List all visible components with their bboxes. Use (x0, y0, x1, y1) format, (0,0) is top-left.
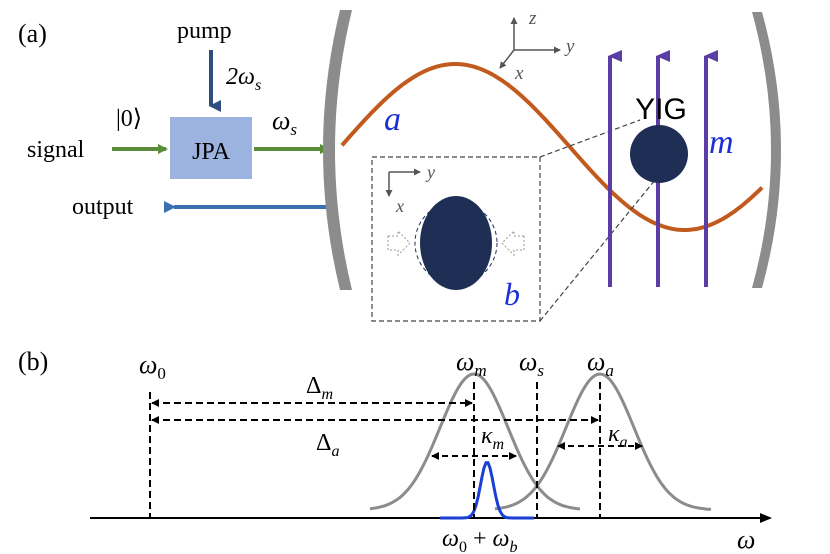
omega-a-label: ωa (587, 347, 614, 380)
axes-main: z y x (499, 8, 575, 84)
z-axis-label: z (528, 8, 537, 29)
zoom-line-bottom (539, 179, 656, 322)
delta-m-label: Δm (306, 373, 333, 403)
cavity-mode-label: a (384, 101, 401, 138)
jpa-label: JPA (192, 139, 230, 165)
panel-a: (a) pump 2ωs JPA |0⟩ signal ωs output z … (18, 8, 781, 322)
deformed-yig-sphere (420, 196, 492, 290)
deformation-inset-box (371, 156, 541, 322)
inset-x-label: x (395, 196, 404, 216)
signal-label: signal (27, 137, 85, 163)
compression-arrow-left (387, 229, 411, 257)
magnon-mode-label: m (709, 124, 734, 161)
axes-inset: y x (385, 162, 435, 216)
zoom-line-top (539, 119, 641, 158)
output-label: output (72, 194, 134, 220)
cavity-lorentzian (494, 372, 712, 511)
panel-b-label: (b) (18, 347, 48, 376)
panel-a-label: (a) (18, 19, 47, 48)
yig-label: YIG (635, 93, 687, 126)
x-axis-arrow (499, 49, 515, 69)
jpa-box (170, 117, 252, 179)
cavity-mirror-right (752, 12, 781, 288)
omega-m-label: ωm (456, 347, 487, 380)
kappa-a-label: κa (608, 421, 628, 451)
vacuum-state-label: |0⟩ (116, 106, 142, 132)
signal-frequency: ωs (272, 106, 297, 139)
panel-b: (b) ω Δm Δa κm κa ω0 ωm ωs ωa ω0 + ωb (18, 347, 772, 554)
y-axis-label: y (564, 36, 575, 57)
delta-a-label: Δa (316, 430, 339, 460)
omega-s-label: ωs (519, 347, 544, 380)
omega-0-label: ω0 (139, 350, 166, 383)
yig-sphere (630, 125, 688, 183)
compression-arrow-right (501, 229, 525, 257)
magnon-lorentzian (369, 372, 581, 511)
phonon-sideband-peak (440, 461, 534, 520)
frequency-axis-label: ω (737, 525, 755, 554)
pump-frequency: 2ωs (226, 64, 261, 94)
pump-label: pump (177, 18, 232, 44)
sideband-frequency-label: ω0 + ωb (442, 526, 517, 554)
undeformed-sphere-outline (414, 201, 498, 285)
kappa-m-label: κm (481, 423, 504, 453)
inset-y-label: y (425, 162, 435, 182)
x-axis-label: x (514, 63, 524, 84)
cavity-mirror-left (323, 10, 352, 290)
cavity-mode-wave (340, 62, 764, 232)
phonon-mode-label: b (504, 276, 520, 312)
